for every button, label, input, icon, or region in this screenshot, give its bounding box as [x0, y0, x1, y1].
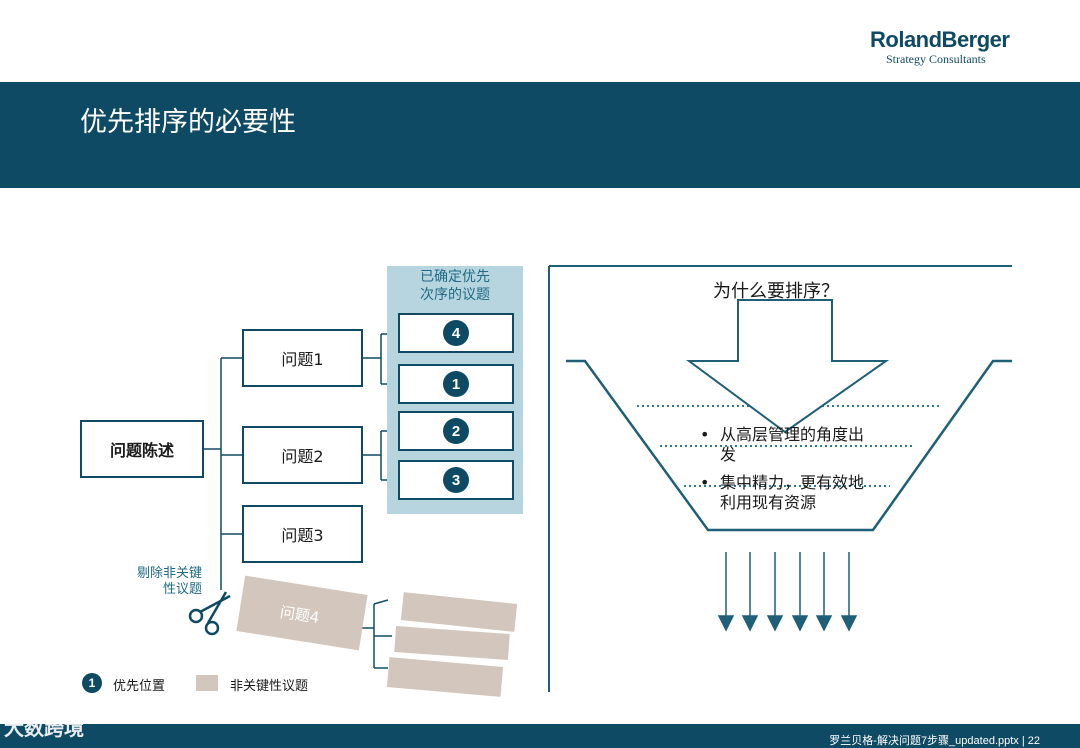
footer-text: 罗兰贝格-解决问题7步骤_updated.pptx | 22 [829, 735, 1040, 747]
priority-badge: 2 [443, 418, 469, 444]
priority-badge: 3 [443, 467, 469, 493]
priority-box: 1 [398, 364, 514, 404]
company-logo: RolandBerger Strategy Consultants [870, 27, 1040, 67]
legend-noncritical-label: 非关键性议题 [230, 679, 309, 694]
footer-bar [0, 724, 1080, 748]
scissors-icon [188, 591, 231, 636]
logo-main-text: RolandBerger [870, 27, 1010, 52]
why-prioritize-question: 为什么要排序？ [713, 281, 839, 302]
prioritized-panel-title: 已确定优先 次序的议题 [387, 268, 523, 304]
watermark: 大数跨境 [4, 716, 84, 740]
legend-priority-label: 优先位置 [113, 679, 166, 694]
bullet-text: 从高层管理的角度出发 [720, 425, 865, 464]
issue-2-box: 问题2 [242, 426, 363, 484]
priority-box: 2 [398, 411, 514, 451]
issue-1-box: 问题1 [242, 329, 363, 387]
funnel-bullet-list: • 从高层管理的角度出发 • 集中精力，更有效地利用现有资源 [700, 425, 870, 521]
legend-noncritical-swatch [196, 675, 218, 691]
issue-3-box: 问题3 [242, 505, 363, 563]
priority-badge: 4 [443, 320, 469, 346]
panel-title-line1: 已确定优先 [420, 269, 490, 285]
bullet-text: 集中精力，更有效地利用现有资源 [720, 473, 865, 512]
bullet-item: • 从高层管理的角度出发 [700, 425, 870, 465]
priority-box: 4 [398, 313, 514, 353]
slide-title: 优先排序的必要性 [80, 107, 296, 138]
priority-box: 3 [398, 460, 514, 500]
legend-priority-badge: 1 [82, 673, 102, 693]
panel-title-line2: 次序的议题 [420, 287, 490, 303]
priority-badge: 1 [443, 371, 469, 397]
bullet-item: • 集中精力，更有效地利用现有资源 [700, 473, 870, 513]
scissor-label-line1: 剔除非关键 [136, 566, 202, 581]
remove-noncritical-label: 剔除非关键 性议题 [112, 566, 202, 598]
logo-sub-text: Strategy Consultants [886, 52, 986, 66]
title-banner [0, 82, 1080, 188]
bullet-dot-icon: • [700, 425, 710, 444]
bullet-dot-icon: • [700, 473, 710, 492]
problem-statement-box: 问题陈述 [80, 420, 204, 478]
scissor-label-line2: 性议题 [162, 582, 202, 597]
